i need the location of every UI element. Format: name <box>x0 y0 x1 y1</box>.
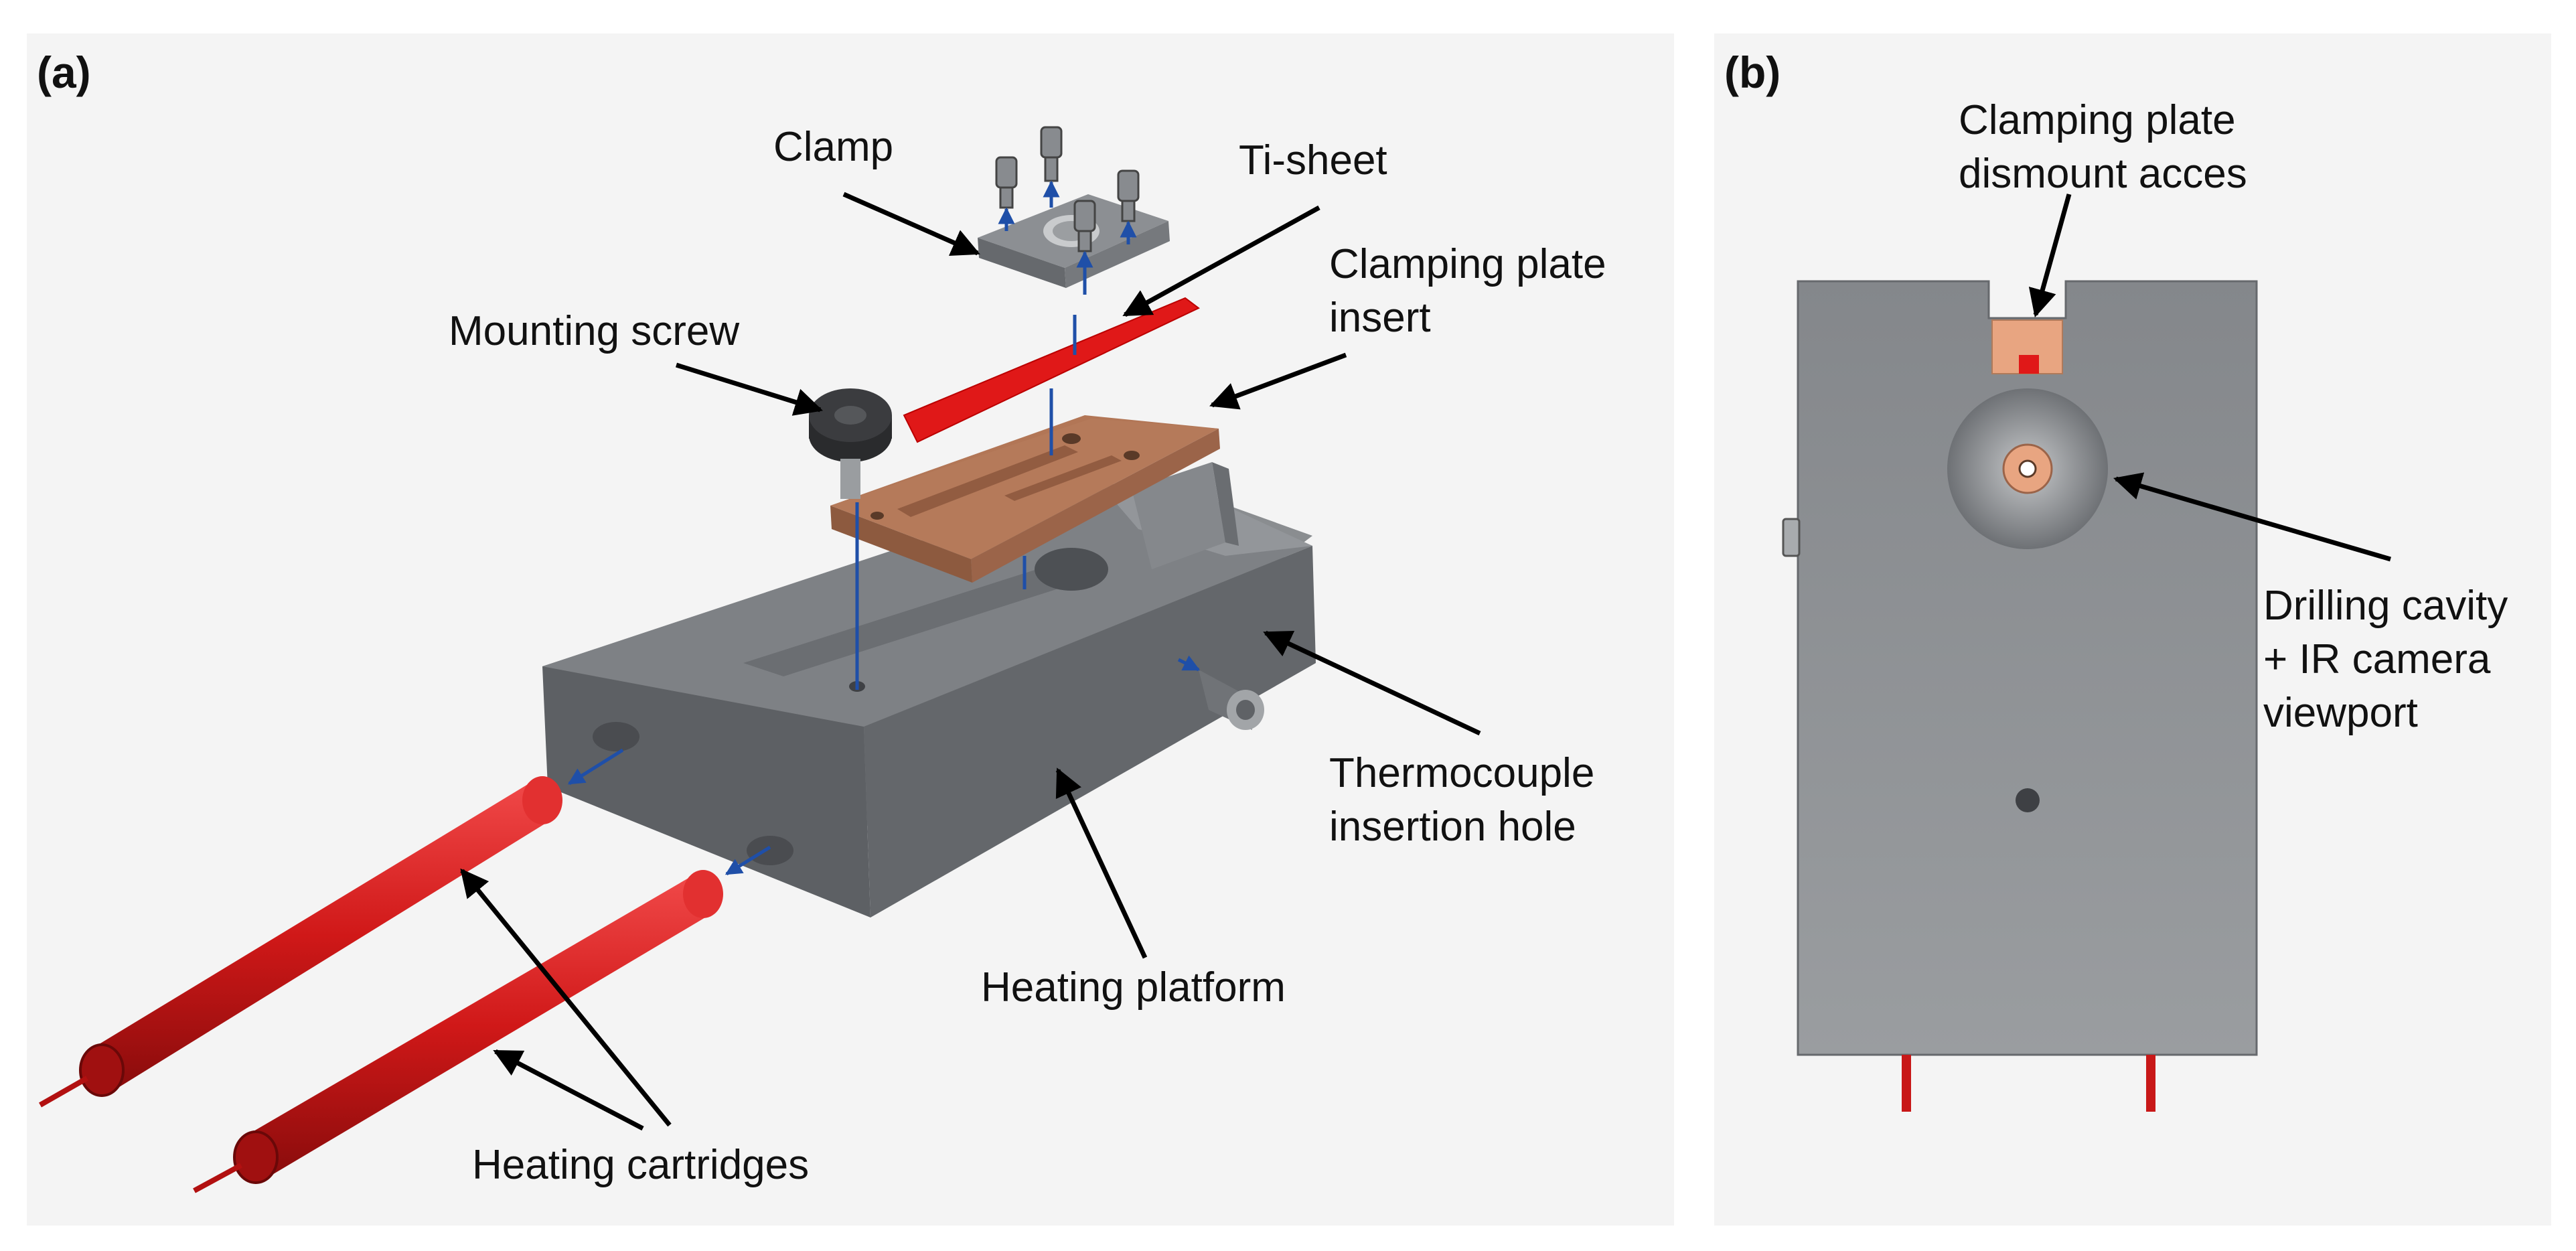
leader-drilling-cavity <box>2113 472 2391 562</box>
cartridge-end-right <box>2146 1055 2155 1112</box>
mounting-screw-shape <box>809 388 892 690</box>
leader-platform <box>1055 767 1148 959</box>
heating-cartridge-2 <box>193 845 771 1193</box>
panel-label-a: (a) <box>37 48 91 97</box>
copper-hole-3 <box>870 512 884 520</box>
clamping-plate-insert-shape <box>830 415 1220 583</box>
label-heating-cartridges: Heating cartridges <box>472 1142 810 1188</box>
panel-a-drawing <box>39 126 1481 1193</box>
label-mounting-screw: Mounting screw <box>449 308 740 354</box>
copper-right <box>971 429 1220 583</box>
copper-slot-2 <box>1004 455 1122 501</box>
plate-hole <box>2016 788 2040 812</box>
copper-hole-2 <box>1124 451 1140 460</box>
leader-arrows-a <box>460 192 1481 1131</box>
label-clamping-plate-insert: Clamping plate insert <box>1329 241 1606 341</box>
clamp-screws <box>995 126 1140 252</box>
leader-insert <box>1209 352 1347 410</box>
platform-right-face <box>864 546 1316 917</box>
clamp-screw-arrows <box>998 180 1137 589</box>
heating-cartridge-1 <box>39 748 624 1108</box>
platform-slot <box>743 563 1098 676</box>
leader-cartridge-2 <box>493 1049 644 1131</box>
label-dismount-access: Clamping plate dismount acces <box>1959 97 2247 197</box>
copper-slot-1 <box>897 445 1078 517</box>
thermocouple-pin <box>1177 655 1264 730</box>
label-heating-platform: Heating platform <box>981 964 1286 1011</box>
drilling-cavity-center <box>2018 459 2037 478</box>
leader-dismount-access <box>2028 194 2072 318</box>
cartridge-end-left <box>1902 1055 1911 1112</box>
leader-cartridge-1 <box>460 868 672 1127</box>
copper-hole-1 <box>1062 433 1081 444</box>
platform-bracket <box>1132 462 1225 569</box>
leader-thermocouple <box>1263 630 1481 736</box>
leader-clamp <box>842 192 980 256</box>
label-thermocouple-hole: Thermocouple insertion hole <box>1329 750 1595 850</box>
platform-bracket-side <box>1212 462 1239 546</box>
platform-hole-front-right <box>747 836 793 865</box>
leader-mounting-screw <box>675 362 824 416</box>
ti-sheet-tip <box>2019 355 2039 374</box>
platform-center-hole <box>1035 548 1108 591</box>
screw-3 <box>1117 169 1140 222</box>
screw-2 <box>1040 126 1063 182</box>
label-ti-sheet: Ti-sheet <box>1239 137 1387 183</box>
leader-ti-sheet <box>1122 205 1320 317</box>
label-clamp: Clamp <box>773 124 894 170</box>
label-drilling-cavity: Drilling cavity + IR camera viewport <box>2263 583 2508 736</box>
heating-platform-shape <box>542 462 1316 917</box>
copper-front <box>830 506 972 583</box>
panel-label-b: (b) <box>1724 48 1781 97</box>
platform-hole-front-left <box>593 722 639 751</box>
ti-sheet-shape <box>903 297 1200 443</box>
side-bolt <box>1782 518 1801 557</box>
